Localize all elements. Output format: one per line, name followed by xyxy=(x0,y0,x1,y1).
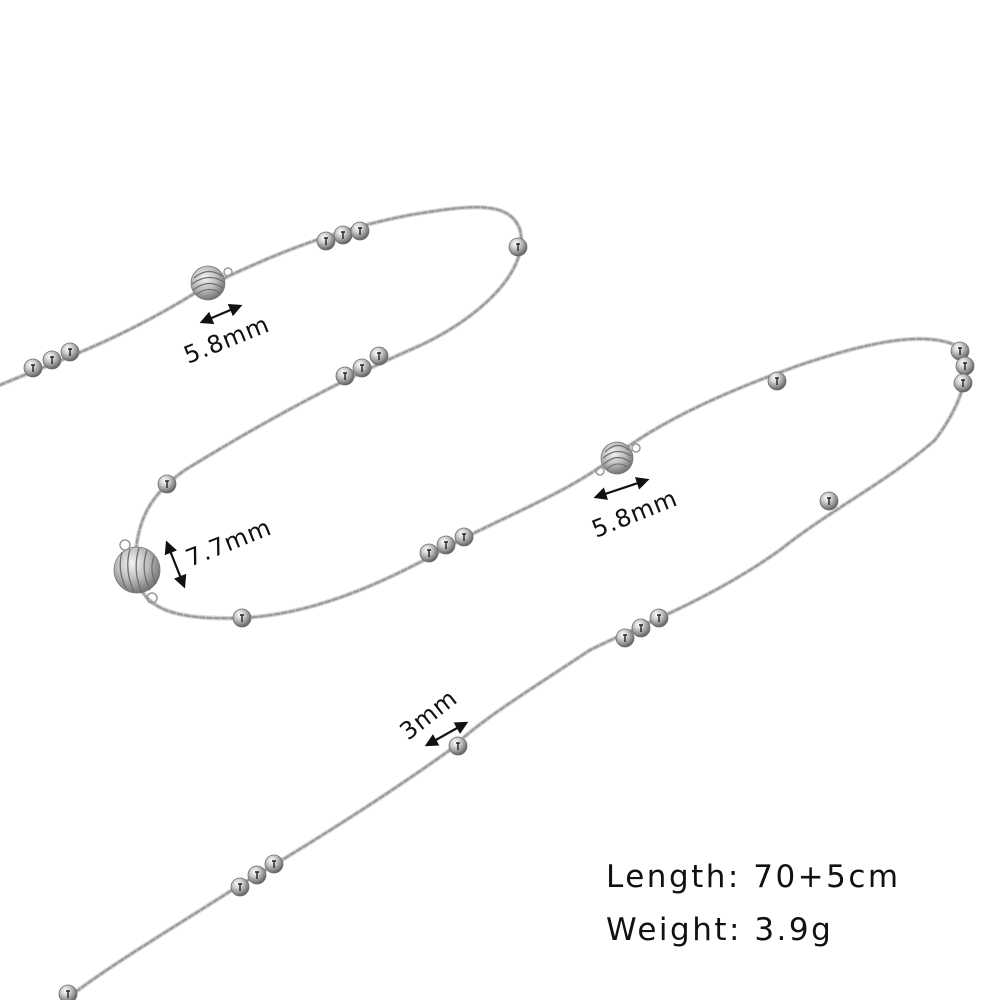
bead xyxy=(454,527,474,547)
bead xyxy=(333,225,353,245)
chain xyxy=(0,205,968,1000)
bead xyxy=(58,984,78,1000)
fluted-bead-large xyxy=(113,539,161,604)
fluted-bead-right xyxy=(595,441,641,476)
bead xyxy=(350,221,370,241)
bead xyxy=(369,346,389,366)
dimension-arrow xyxy=(164,540,187,589)
bead xyxy=(335,366,355,386)
fluted-bead-top xyxy=(190,265,233,301)
bead xyxy=(316,231,336,251)
bead xyxy=(264,854,284,874)
weight-spec: Weight: 3.9g xyxy=(606,912,833,948)
dimension-label-right: 5.8mm xyxy=(588,484,682,544)
bead xyxy=(649,608,669,628)
dimension-label-round: 3mm xyxy=(394,684,462,746)
length-value: 70+5cm xyxy=(753,859,901,895)
dimension-arrow xyxy=(424,721,469,747)
bead xyxy=(631,618,651,638)
bead xyxy=(419,543,439,563)
bead xyxy=(615,628,635,648)
bead xyxy=(955,356,975,376)
dimension-arrow xyxy=(199,304,243,324)
bead xyxy=(953,373,973,393)
bead xyxy=(230,877,250,897)
bead xyxy=(436,535,456,555)
bead xyxy=(157,474,177,494)
bead xyxy=(60,342,80,362)
dimension-arrow xyxy=(593,477,650,500)
weight-value: 3.9g xyxy=(754,912,834,948)
bead xyxy=(232,608,252,628)
dimension-label-top: 5.8mm xyxy=(180,310,274,370)
bead xyxy=(819,491,839,511)
bead xyxy=(42,350,62,370)
bead xyxy=(767,371,787,391)
length-spec: Length: 70+5cm xyxy=(606,859,901,895)
weight-label: Weight: xyxy=(606,912,742,948)
bead xyxy=(247,865,267,885)
dimension-label-large: 7.7mm xyxy=(182,513,276,573)
bead xyxy=(352,358,372,378)
length-label: Length: xyxy=(606,859,741,895)
bead xyxy=(23,358,43,378)
bead xyxy=(508,237,528,257)
bead xyxy=(448,736,468,756)
